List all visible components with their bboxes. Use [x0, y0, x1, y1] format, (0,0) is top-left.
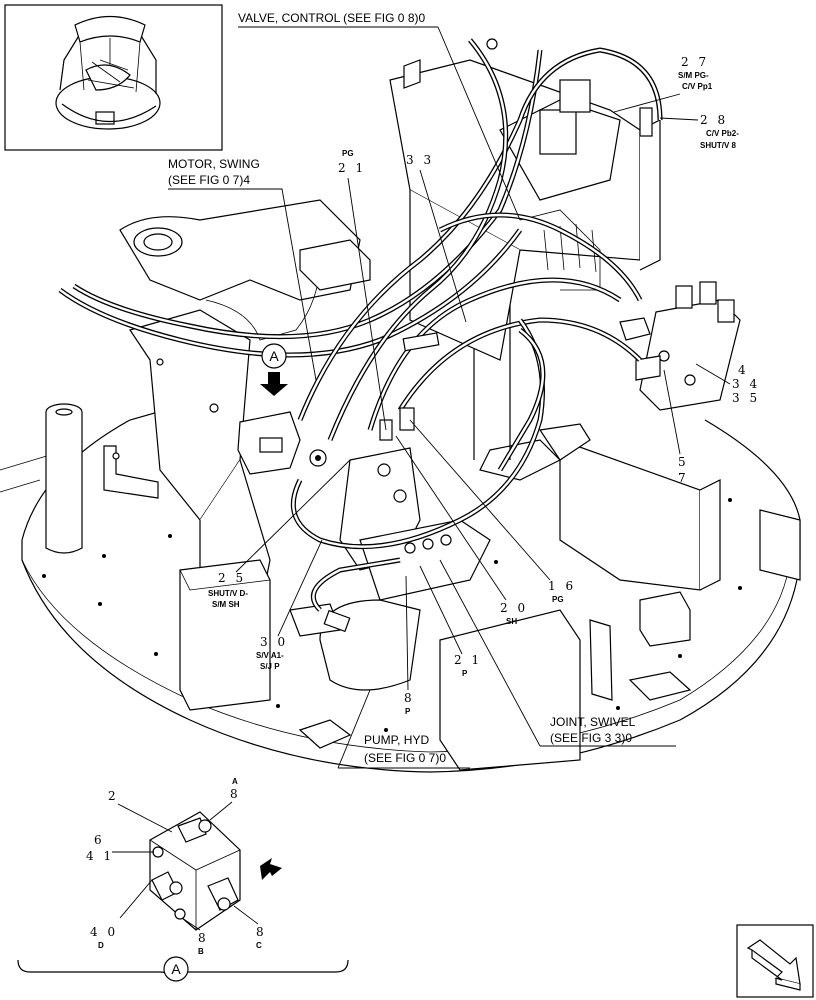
right-valve-block — [619, 281, 741, 411]
callout-8-mid: 8 — [404, 691, 415, 705]
callout-25-sub1: SHUT/V D- — [208, 589, 248, 598]
callout-33: 3 3 — [406, 153, 434, 167]
detail-callout-41: 4 1 — [86, 849, 114, 863]
callout-25-sub2: S/M SH — [212, 600, 240, 609]
fitting-6-icon — [152, 846, 164, 858]
swing-motor-block — [237, 411, 327, 475]
detail-callout-2: 2 — [108, 789, 119, 803]
callout-21-top-sub: PG — [342, 149, 354, 158]
callout-5: 5 — [678, 455, 689, 469]
callout-8-mid-sub: P — [405, 707, 411, 716]
callout-28-sub1: C/V Pb2- — [706, 129, 739, 138]
fitting-8c-icon — [207, 877, 239, 911]
label-joint-swivel-2: (SEE FIG 3 3)0 — [550, 731, 632, 745]
view-a-arrow-icon — [260, 372, 288, 396]
left-column — [45, 403, 159, 554]
label-valve-control: VALVE, CONTROL (SEE FIG 0 8)0 — [238, 11, 425, 25]
callout-16: 1 6 — [548, 579, 576, 593]
callout-20: 2 0 — [500, 601, 528, 615]
callout-28: 2 8 — [700, 113, 728, 127]
hoses — [58, 38, 663, 612]
callout-28-sub2: SHUT/V 8 — [700, 141, 737, 150]
next-page-icon[interactable] — [736, 924, 814, 998]
callout-30: 3 0 — [260, 635, 288, 649]
callout-16-sub: PG — [552, 595, 564, 604]
label-motor-swing-1: MOTOR, SWING — [168, 157, 260, 171]
callout-27-sub1: S/M PG- — [678, 71, 709, 80]
detail-callout-8a: 8 — [230, 787, 241, 801]
detail-callout-40-sub: D — [98, 941, 104, 950]
callout-34: 3 4 — [732, 377, 760, 391]
callout-30-sub1: S/V A1- — [256, 651, 284, 660]
main-labels: VALVE, CONTROL (SEE FIG 0 8)0 MOTOR, SWI… — [168, 11, 676, 769]
detail-view-a-label: A — [171, 961, 181, 977]
detail-view-a: 2 6 4 1 A 8 4 0 D 8 B 8 C A — [17, 777, 349, 982]
view-a-label: A — [269, 348, 279, 364]
view-a-marker: A — [260, 343, 288, 396]
detail-callout-8a-sub: A — [232, 777, 238, 786]
label-joint-swivel-1: JOINT, SWIVEL — [550, 715, 636, 729]
detail-callout-8c-sub: C — [256, 941, 262, 950]
detail-callout-8b: 8 — [198, 931, 209, 945]
callout-4: 4 — [738, 363, 749, 377]
callout-27-sub2: C/V Pp1 — [682, 82, 713, 91]
callout-21-mid: 2 1 — [454, 653, 482, 667]
callout-21-mid-sub: P — [462, 669, 468, 678]
label-pump-hyd-2: (SEE FIG 0 7)0 — [364, 751, 446, 765]
label-motor-swing-2: (SEE FIG 0 7)4 — [168, 173, 250, 187]
label-pump-hyd-1: PUMP, HYD — [364, 733, 429, 747]
detail-callout-8b-sub: B — [198, 947, 204, 956]
detail-callout-8c: 8 — [256, 925, 267, 939]
detail-direction-arrow-icon — [260, 858, 282, 880]
callouts: 2 7 S/M PG- C/V Pp1 2 8 C/V Pb2- SHUT/V … — [208, 55, 760, 716]
inset-thumbnail — [4, 4, 223, 151]
detail-callout-40: 4 0 — [90, 925, 118, 939]
callout-35: 3 5 — [732, 391, 760, 405]
detail-callout-6: 6 — [94, 833, 105, 847]
callout-30-sub2: S/J P — [260, 662, 280, 671]
swivel-joint — [289, 447, 491, 691]
callout-27: 2 7 — [681, 55, 709, 69]
callout-25: 2 5 — [218, 571, 246, 585]
callout-20-sub: SH — [506, 617, 517, 626]
callout-7: 7 — [678, 471, 689, 485]
callout-21-top: 2 1 — [338, 161, 366, 175]
